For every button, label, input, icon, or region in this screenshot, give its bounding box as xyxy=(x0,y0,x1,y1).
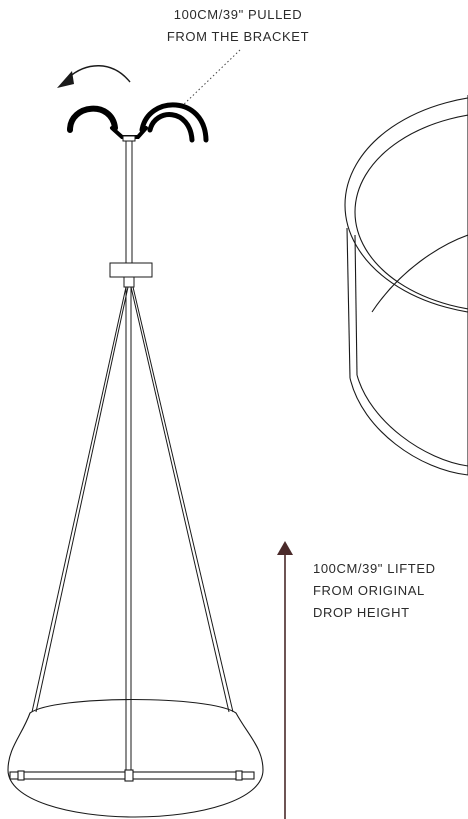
bracket-pull-annotation: 100CM/39" PULLED FROM THE BRACKET xyxy=(138,4,338,48)
lift-annotation: 100CM/39" LIFTED FROM ORIGINAL DROP HEIG… xyxy=(313,558,468,624)
rod-joint xyxy=(123,276,135,288)
rod-upper xyxy=(125,140,133,264)
lift-line-1: 100CM/39" LIFTED xyxy=(313,561,436,576)
bracket-leader-line xyxy=(179,49,241,109)
curved-arrow-left-icon xyxy=(57,65,131,88)
shade-left-side-inner xyxy=(354,234,358,376)
shade-top-rim-inner xyxy=(354,114,468,310)
rod-collar xyxy=(109,262,153,278)
pendant-shade xyxy=(7,699,264,818)
crossbar-end-right xyxy=(235,770,243,781)
arrow-up-icon xyxy=(277,541,293,819)
lift-line-3: DROP HEIGHT xyxy=(313,605,410,620)
crossbar-hub xyxy=(124,769,134,782)
bracket-pull-line-1: 100CM/39" PULLED xyxy=(173,7,303,22)
bracket-left-arc xyxy=(67,105,118,133)
crossbar-end-left xyxy=(17,770,25,781)
cable-left-b xyxy=(35,286,129,713)
suspension-cables xyxy=(31,286,234,713)
shade-top-rim-outer xyxy=(344,97,468,313)
shade-bottom-rim xyxy=(349,377,468,476)
rod-lower xyxy=(125,286,132,778)
shade-left-side xyxy=(346,227,351,379)
rod-top-cap xyxy=(122,135,136,142)
cable-left-a xyxy=(31,286,127,713)
bracket-right-arc-outer xyxy=(139,102,209,143)
bracket-pull-line-2: FROM THE BRACKET xyxy=(166,29,310,44)
ceiling-bracket xyxy=(67,102,209,143)
suspension-rod xyxy=(109,135,153,778)
shade-inner-curve xyxy=(371,234,468,313)
cable-right-a xyxy=(130,286,230,713)
shade-bottom-rim-inner xyxy=(356,374,468,467)
lift-line-2: FROM ORIGINAL xyxy=(313,583,425,598)
shade-detail-drawing xyxy=(344,95,468,476)
cable-right-b xyxy=(132,286,234,713)
pendant-dome xyxy=(7,699,264,818)
bracket-right-arc-inner xyxy=(147,112,195,143)
